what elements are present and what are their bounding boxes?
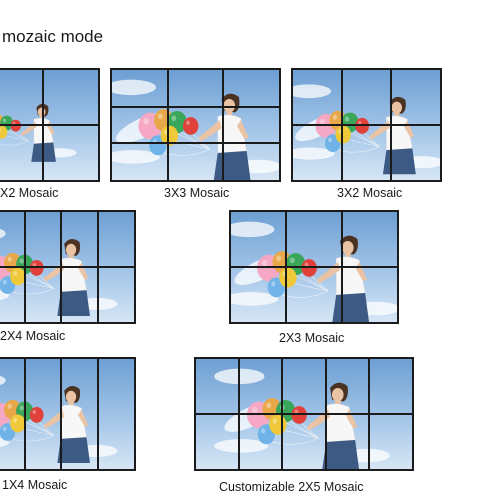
mosaic-grid-lines xyxy=(293,70,440,180)
mosaic-grid-lines xyxy=(0,212,134,322)
mosaic-caption-2x2: X2 Mosaic xyxy=(0,186,59,200)
mosaic-grid-lines xyxy=(112,70,279,180)
mosaic-caption-3x2: 3X2 Mosaic xyxy=(337,186,403,200)
photo-scene xyxy=(0,228,118,316)
mosaic-caption-3x3: 3X3 Mosaic xyxy=(164,186,230,200)
mosaic-preview-2x2 xyxy=(0,68,100,182)
photo-image xyxy=(112,70,279,180)
photo-scene xyxy=(112,79,279,180)
mosaic-grid-lines xyxy=(0,70,98,180)
mosaic-caption-1x4: 1X4 Mosaic xyxy=(2,478,68,492)
page-title: mozaic mode xyxy=(2,27,104,46)
mosaic-grid-lines xyxy=(231,212,397,322)
mosaic-preview-1x4 xyxy=(0,357,136,471)
mosaic-preview-3x2 xyxy=(291,68,442,182)
mosaic-grid-lines xyxy=(196,359,412,469)
mosaic-preview-2x4 xyxy=(0,210,136,324)
mosaic-caption-2x5: Customizable 2X5 Mosaic xyxy=(219,480,364,494)
mosaic-preview-2x3 xyxy=(229,210,399,324)
mosaic-caption-2x3: 2X3 Mosaic xyxy=(279,331,345,345)
mosaic-preview-2x5 xyxy=(194,357,414,471)
photo-scene xyxy=(214,368,390,469)
mosaic-caption-2x4: 2X4 Mosaic xyxy=(0,329,66,343)
mosaic-grid-lines xyxy=(24,359,99,469)
photo-image xyxy=(0,359,134,469)
photo-scene xyxy=(0,375,118,463)
mosaic-preview-3x3 xyxy=(110,68,281,182)
